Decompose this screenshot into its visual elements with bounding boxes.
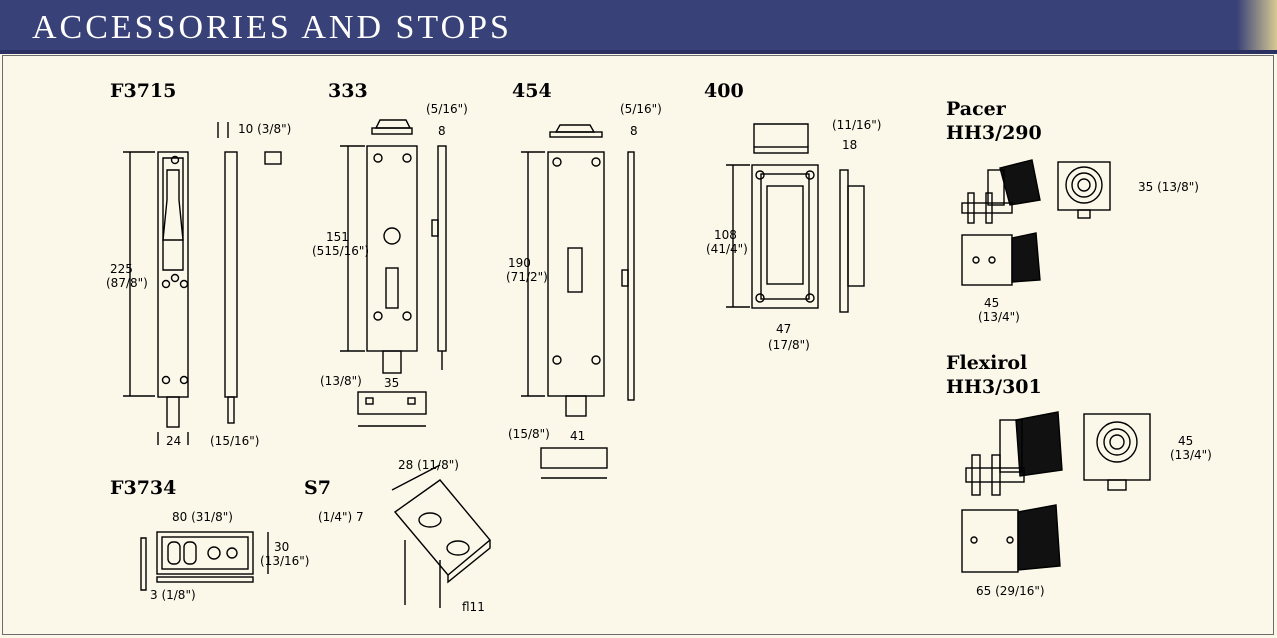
flexirol-label: Flexirol — [946, 352, 1028, 374]
flexirol-dim-height: 45 — [1178, 434, 1194, 448]
p454-dim-length-inch: (71/2") — [506, 270, 548, 284]
f3734-dim-height-inch: (13/16") — [260, 554, 310, 568]
s7-drawing — [391, 464, 491, 608]
p454-dim-thick-inch: (5/16") — [620, 102, 662, 116]
f3715-drawing — [123, 122, 282, 445]
p454-drawing — [521, 124, 635, 479]
s7-dim-hole: fl11 — [462, 600, 485, 614]
f3734-dim-length: 80 (31/8") — [172, 510, 233, 524]
p400-dim-height-inch: (41/4") — [706, 242, 748, 256]
flexirol-dim-width: 65 (29/16") — [976, 584, 1045, 598]
pacer-model-label: HH3/290 — [946, 122, 1042, 144]
flexirol-drawing — [961, 411, 1151, 573]
f3715-dim-width: 10 (3/8") — [238, 122, 292, 136]
f3734-dim-thick: 3 (1/8") — [150, 588, 196, 602]
f3734-dim-height: 30 — [274, 540, 290, 554]
p454-dim-keeper: 41 — [570, 429, 586, 443]
f3734-drawing — [140, 531, 269, 591]
flexirol-dim-height-inch: (13/4") — [1170, 448, 1212, 462]
s7-label: S7 — [304, 477, 331, 499]
pacer-label: Pacer — [946, 98, 1006, 120]
p400-dim-depth-inch: (11/16") — [832, 118, 882, 132]
page-header: ACCESSORIES AND STOPS — [0, 0, 1277, 54]
p454-dim-keeper-inch: (15/8") — [508, 427, 550, 441]
p454-dim-thick: 8 — [630, 124, 638, 138]
p333-dim-thick-inch: (5/16") — [426, 102, 468, 116]
f3715-dim-length: 225 — [110, 262, 133, 276]
p333-drawing — [340, 119, 447, 427]
pacer-dim-width-inch: (13/4") — [978, 310, 1020, 324]
pacer-dim-width: 45 — [984, 296, 1000, 310]
p333-dim-length: 151 — [326, 230, 349, 244]
header-corner-accent — [1237, 0, 1277, 50]
p400-dim-width-inch: (17/8") — [768, 338, 810, 352]
f3715-label: F3715 — [110, 80, 177, 102]
f3734-label: F3734 — [110, 477, 177, 499]
p400-dim-height: 108 — [714, 228, 737, 242]
p400-drawing — [726, 123, 865, 313]
p400-dim-depth: 18 — [842, 138, 858, 152]
pacer-drawing — [961, 159, 1111, 286]
f3715-dim-face: 24 — [166, 434, 182, 448]
p400-label: 400 — [704, 80, 744, 102]
p333-dim-length-inch: (515/16") — [312, 244, 370, 258]
p333-label: 333 — [328, 80, 368, 102]
p454-dim-length: 190 — [508, 256, 531, 270]
p454-label: 454 — [512, 80, 552, 102]
p400-dim-width: 47 — [776, 322, 792, 336]
flexirol-model-label: HH3/301 — [946, 376, 1042, 398]
s7-dim-thick: (1/4") 7 — [318, 510, 364, 524]
s7-dim-length: 28 (11/8") — [398, 458, 459, 472]
p333-dim-thick: 8 — [438, 124, 446, 138]
page-title: ACCESSORIES AND STOPS — [32, 9, 512, 46]
p333-dim-keeper: 35 — [384, 376, 400, 390]
pacer-dim-height: 35 (13/8") — [1138, 180, 1199, 194]
f3715-dim-face-inch: (15/16") — [210, 434, 260, 448]
p333-dim-keeper-inch: (13/8") — [320, 374, 362, 388]
accessories-panel — [2, 55, 1274, 635]
f3715-dim-length-inch: (87/8") — [106, 276, 148, 290]
